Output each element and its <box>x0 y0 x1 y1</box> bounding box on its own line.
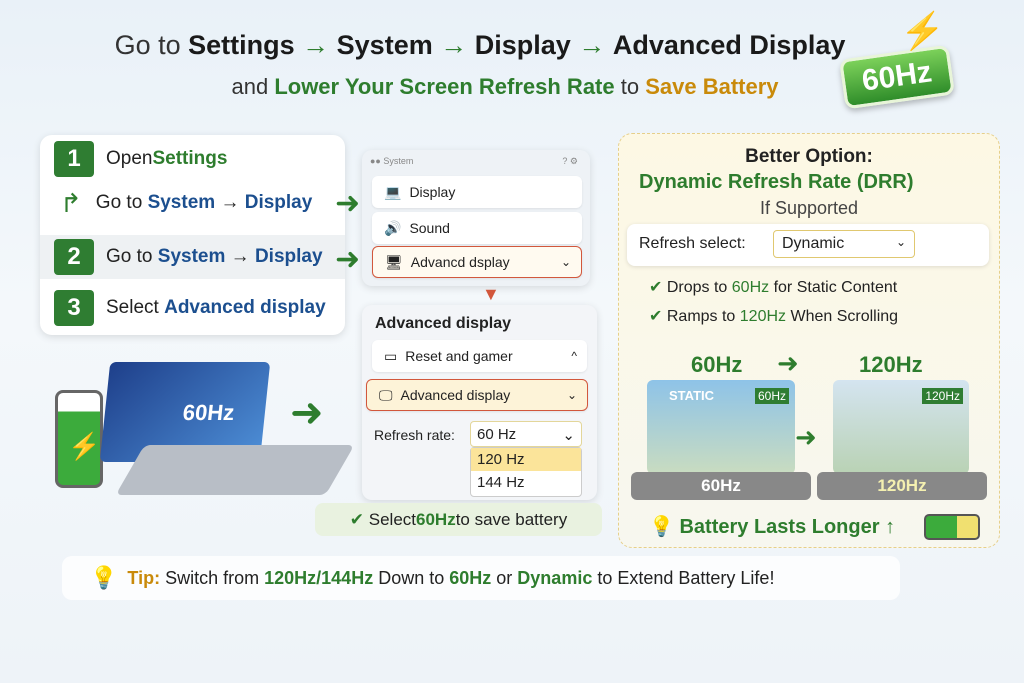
arrow-icon: ➜ <box>335 243 361 276</box>
menu-item-advanced-display[interactable]: 🖥Advancd dsplay⌄ <box>372 246 582 278</box>
lightbulb-icon: 💡 <box>649 516 674 538</box>
battery-icon: ⚡ <box>55 390 103 488</box>
better-option-panel: Better Option: Dynamic Refresh Rate (DRR… <box>618 133 1000 548</box>
chevron-down-icon: ⌄ <box>560 255 571 269</box>
battery-footer: 💡 Battery Lasts Longer ↑ <box>649 516 896 538</box>
refresh-rate-select[interactable]: 60 Hz⌄ <box>470 421 582 447</box>
laptop-60hz-base: 60Hz <box>631 472 811 500</box>
curved-arrow-icon: ↱ <box>60 187 82 218</box>
monitor-icon: ▭ <box>384 347 398 364</box>
drr-subtitle: If Supported <box>759 198 859 218</box>
check-item: ✔ Drops to 60Hz for Static Content <box>649 279 898 296</box>
arrow-down-icon: ▼ <box>482 284 500 304</box>
option-120hz[interactable]: 120 Hz <box>471 448 581 471</box>
drr-title: Dynamic Refresh Rate (DRR) <box>639 171 914 193</box>
laptop-120hz: 120Hz <box>833 380 969 474</box>
page-title: Go to Settings → System → Display → Adva… <box>114 30 846 60</box>
refresh-rate-label: Refresh rate: <box>374 427 455 443</box>
refresh-rate-options: 120 Hz 144 Hz <box>470 447 582 497</box>
monitor-icon: 🖥 <box>385 253 403 270</box>
laptop-120hz-base: 120Hz <box>817 472 987 500</box>
laptop-60hz: STATIC 60Hz <box>647 380 795 474</box>
to-rate-label: 120Hz <box>859 352 923 377</box>
battery-icon <box>924 514 980 540</box>
display-icon: 🖵 <box>379 386 393 403</box>
lightning-icon: ⚡ <box>900 10 945 51</box>
caption: ✔ Select 60Hz to save battery <box>315 503 602 536</box>
better-heading: Better Option: <box>745 146 873 167</box>
from-rate-label: 60Hz <box>691 352 743 377</box>
arrow-icon: ➜ <box>290 391 324 435</box>
window-controls[interactable]: ? ⚙ <box>562 156 578 166</box>
panel-title: Advanced display <box>375 315 512 332</box>
arrow-up-icon: ↑ <box>885 516 896 538</box>
menu-item-advanced-display[interactable]: 🖵Advanced display⌄ <box>366 379 588 411</box>
step-1-detail: ↱Go to System → Display <box>60 187 313 218</box>
option-144hz[interactable]: 144 Hz <box>477 474 525 491</box>
laptop-icon: 💻 <box>384 183 402 200</box>
chevron-down-icon: ⌄ <box>895 235 906 249</box>
system-settings-window: ●● System ? ⚙ 💻Display 🔊Sound 🖥Advancd d… <box>362 150 590 286</box>
refresh-select[interactable]: Dynamic⌄ <box>773 230 915 258</box>
check-icon: ✔ <box>349 509 365 529</box>
menu-item-sound[interactable]: 🔊Sound <box>372 212 582 244</box>
laptop-keyboard <box>115 445 355 495</box>
chevron-down-icon: ⌄ <box>562 427 575 444</box>
tip-bar: 💡 Tip: Switch from 120Hz/144Hz Down to 6… <box>62 556 900 600</box>
menu-item-reset[interactable]: ▭Reset and gamer^ <box>372 340 587 372</box>
chevron-down-icon: ⌄ <box>566 388 577 402</box>
refresh-select-label: Refresh select: <box>639 235 746 252</box>
lightbulb-icon: 💡 <box>90 565 118 590</box>
chevron-up-icon: ^ <box>571 349 577 363</box>
arrow-icon: ➜ <box>335 187 361 220</box>
page-subtitle: and Lower Your Screen Refresh Rate to Sa… <box>231 74 779 99</box>
speaker-icon: 🔊 <box>384 219 402 236</box>
check-item: ✔ Ramps to 120Hz When Scrolling <box>649 308 899 325</box>
menu-item-display[interactable]: 💻Display <box>372 176 582 208</box>
arrow-icon: ➜ <box>777 348 799 378</box>
window-title: System <box>383 156 414 166</box>
arrow-icon: ➜ <box>795 422 817 452</box>
